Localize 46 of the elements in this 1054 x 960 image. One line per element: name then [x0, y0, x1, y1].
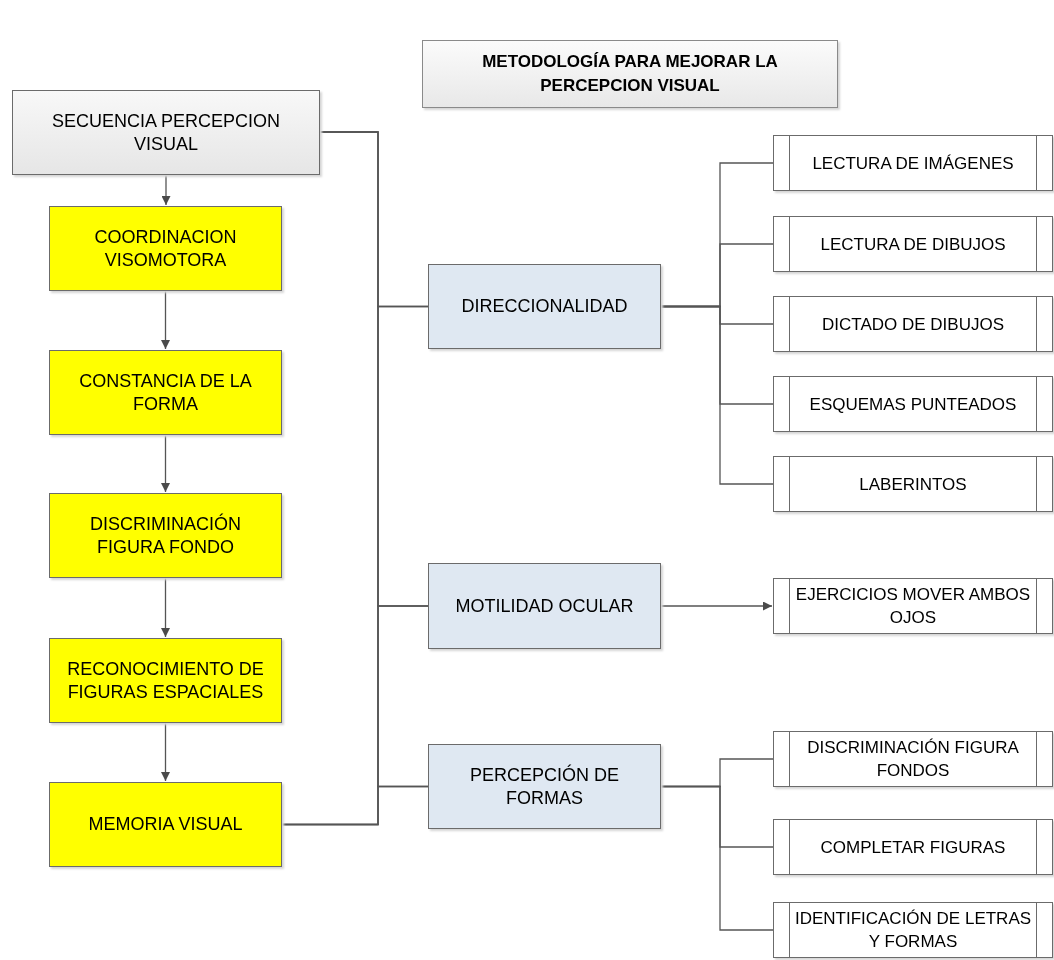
process-box	[49, 493, 282, 578]
connector-line	[660, 785, 774, 931]
subprocess-box	[773, 902, 1053, 958]
category-box	[428, 563, 661, 649]
connector-line	[660, 305, 774, 485]
process-box	[49, 638, 282, 723]
node-text: SECUENCIA PERCEPCION VISUAL	[50, 109, 282, 156]
subprocess-box	[773, 819, 1053, 875]
arrow	[660, 601, 773, 611]
category-box	[428, 744, 661, 829]
node-text: PERCEPCIÓN DE FORMAS	[469, 763, 620, 810]
node-text: EJERCICIOS MOVER AMBOS OJOS	[794, 584, 1032, 629]
process-box	[49, 206, 282, 291]
subprocess-box	[773, 216, 1053, 272]
subprocess-box	[773, 296, 1053, 352]
node-text: LECTURA DE DIBUJOS	[819, 233, 1007, 256]
node-text: ESQUEMAS PUNTEADOS	[808, 393, 1018, 416]
node-text: MEMORIA VISUAL	[87, 813, 244, 836]
node-text: CONSTANCIA DE LA FORMA	[78, 369, 253, 416]
title: METODOLOGÍA PARA MEJORAR LA PERCEPCION VISUAL	[481, 51, 779, 97]
category-box	[428, 264, 661, 349]
subprocess-box	[773, 376, 1053, 432]
node-text: COORDINACION VISOMOTORA	[93, 225, 238, 272]
subprocess-box	[773, 731, 1053, 787]
node-text: MOTILIDAD OCULAR	[454, 594, 635, 618]
node-text: RECONOCIMIENTO DE FIGURAS ESPACIALES	[66, 657, 265, 704]
process-box	[49, 782, 282, 867]
subprocess-box	[773, 456, 1053, 512]
node-text: LECTURA DE IMÁGENES	[811, 152, 1015, 175]
start-box	[12, 90, 320, 175]
connector-line	[281, 785, 429, 826]
subprocess-box	[773, 578, 1053, 634]
node-text: DIRECCIONALIDAD	[460, 295, 629, 318]
arrow	[161, 434, 170, 493]
arrow	[161, 577, 170, 638]
arrow	[161, 174, 171, 206]
node-text: DISCRIMINACIÓN FIGURA FONDO	[89, 512, 242, 559]
subprocess-box	[773, 135, 1053, 191]
node-text: IDENTIFICACIÓN DE LETRAS Y FORMAS	[793, 908, 1033, 953]
node-text: DISCRIMINACIÓN FIGURA FONDOS	[806, 737, 1020, 782]
node-text: COMPLETAR FIGURAS	[819, 836, 1007, 859]
arrow	[161, 290, 170, 350]
arrow	[161, 722, 170, 782]
process-box	[49, 350, 282, 435]
node-text: DICTADO DE DIBUJOS	[821, 313, 1005, 336]
node-text: LABERINTOS	[858, 473, 968, 496]
